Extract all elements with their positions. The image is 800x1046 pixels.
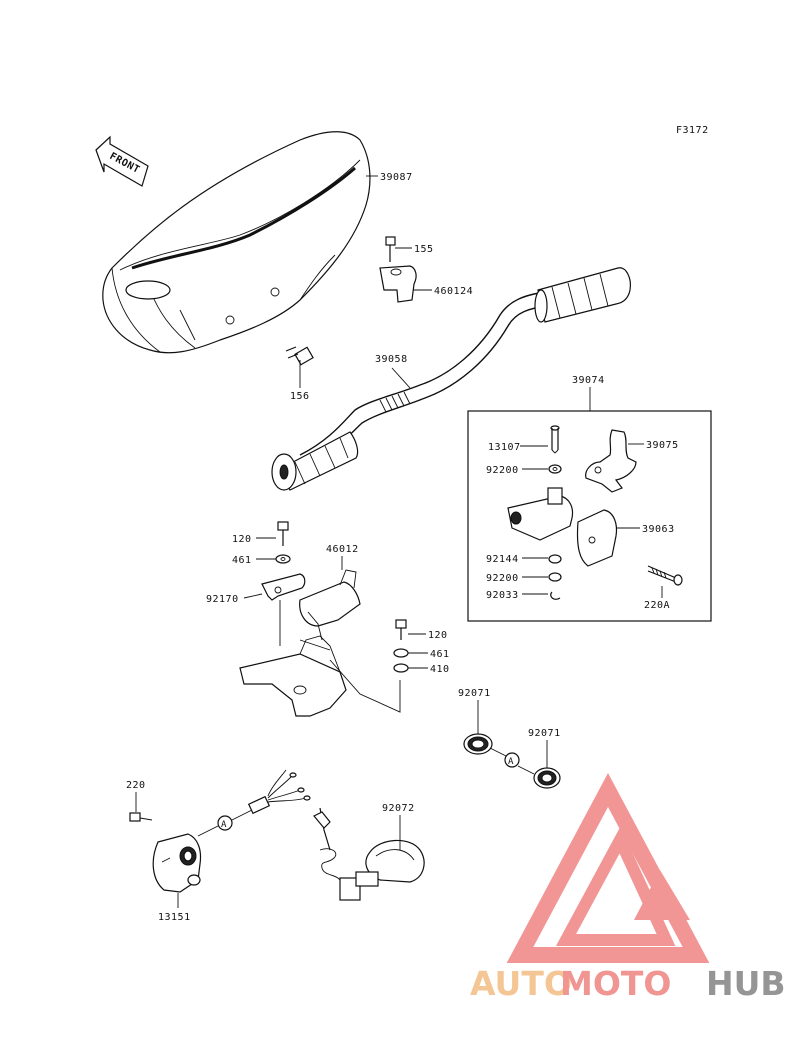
watermark-text-moto: MOTO: [560, 964, 671, 1003]
front-arrow: FRONT: [95, 135, 149, 187]
bushing-part-1: [463, 733, 493, 755]
throttle-lever-group-box: [467, 410, 712, 622]
leader-holder: [329, 659, 401, 713]
callout-410: 410: [430, 664, 450, 675]
callout-92200-upper: 92200: [486, 465, 519, 476]
callout-461-left: 461: [232, 555, 252, 566]
seat-bolt-part: [285, 346, 314, 372]
reference-mark-a-2-label: A: [221, 820, 227, 830]
callout-13151: 13151: [158, 912, 191, 923]
cover-part: [576, 509, 618, 567]
bushing-part-2: [533, 767, 561, 789]
handlebar-part: [271, 267, 631, 491]
callout-92071-right: 92071: [528, 728, 561, 739]
callout-13107: 13107: [488, 442, 521, 453]
bracket-92170-part: [261, 573, 306, 601]
switch-wires: [197, 769, 311, 837]
callout-92071-left: 92071: [458, 688, 491, 699]
reference-mark-a-2: [217, 815, 233, 831]
callout-39075: 39075: [646, 440, 679, 451]
screw-220a-part: [647, 565, 683, 586]
washer-92144: [548, 554, 562, 564]
callout-39058: 39058: [375, 354, 408, 365]
bracket-bolt-part: [275, 521, 291, 564]
washer-part: [548, 464, 562, 474]
pin-part: [550, 425, 560, 454]
clamp-bolt-part: [379, 236, 417, 303]
callout-labels: 39087 155 460124 156 39058 39074 13107 3…: [126, 172, 679, 923]
clip-part: [550, 591, 561, 600]
holder-bolt-part: [393, 619, 409, 673]
callout-92200-lower: 92200: [486, 573, 519, 584]
callout-460124: 460124: [434, 286, 473, 297]
steering-holder-part: [239, 569, 361, 717]
watermark-triangle: [506, 773, 710, 963]
washer-92200: [548, 572, 562, 582]
seat-cover-part: [102, 131, 371, 354]
reference-mark-a-1-label: A: [508, 757, 514, 767]
callout-46012: 46012: [326, 544, 359, 555]
callout-120-right: 120: [428, 630, 448, 641]
callout-220a: 220A: [644, 600, 670, 611]
callout-120-left: 120: [232, 534, 252, 545]
callout-92144: 92144: [486, 554, 519, 565]
watermark-text-auto: AUTO: [470, 964, 572, 1003]
callout-92170: 92170: [206, 594, 239, 605]
reference-mark-a-1: [504, 752, 520, 768]
callout-155: 155: [414, 244, 434, 255]
callout-39074: 39074: [572, 375, 605, 386]
switch-part: [129, 812, 202, 893]
lever-housing-part: [507, 487, 574, 541]
callout-220: 220: [126, 780, 146, 791]
cable-clamp-part: [313, 807, 425, 901]
watermark-logo: AUTO MOTO HUB: [470, 773, 786, 1003]
callout-39063: 39063: [642, 524, 675, 535]
figure-code: F3172: [676, 125, 709, 136]
callout-92033: 92033: [486, 590, 519, 601]
callout-92072: 92072: [382, 803, 415, 814]
callout-461-right: 461: [430, 649, 450, 660]
leader-lines: [135, 175, 663, 908]
watermark-text-hub: HUB: [706, 964, 786, 1003]
callout-156: 156: [290, 391, 310, 402]
callout-39087: 39087: [380, 172, 413, 183]
lever-part: [585, 429, 637, 493]
